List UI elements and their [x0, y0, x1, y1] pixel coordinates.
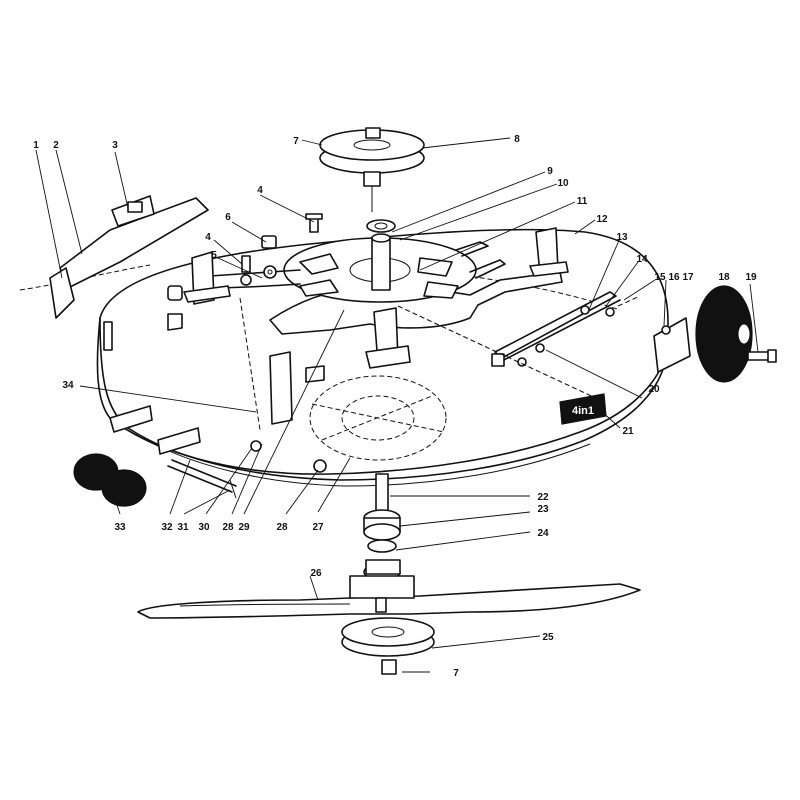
wheel	[695, 285, 753, 383]
discharge-chute	[49, 195, 209, 319]
callout-17: 17	[682, 272, 694, 283]
callout-6: 6	[225, 212, 231, 223]
front-rollers	[73, 453, 147, 507]
callout-8: 8	[514, 134, 520, 145]
callout-27: 27	[312, 522, 324, 533]
side-vent	[103, 321, 113, 351]
callout-7-bottom: 7	[453, 668, 459, 679]
callout-16: 16	[668, 272, 680, 283]
callout-21: 21	[622, 426, 634, 437]
upper-pulley	[319, 127, 425, 212]
callout-10: 10	[557, 178, 569, 189]
deck-hardware	[240, 213, 323, 286]
callout-22: 22	[537, 492, 549, 503]
callout-12: 12	[596, 214, 608, 225]
callout-30: 30	[198, 522, 210, 533]
callout-11: 11	[577, 196, 588, 207]
callout-18: 18	[718, 272, 730, 283]
callout-23: 23	[537, 504, 549, 515]
callout-14: 14	[636, 254, 648, 265]
callout-24: 24	[537, 528, 549, 539]
leader-lines	[35, 137, 759, 673]
callout-4-lower: 4	[205, 232, 211, 243]
callout-28-left: 28	[222, 522, 234, 533]
rear-wheel-assembly	[653, 285, 777, 383]
callout-4-upper: 4	[257, 185, 263, 196]
callout-1: 1	[33, 140, 39, 151]
callout-26: 26	[310, 568, 322, 579]
callout-29: 29	[238, 522, 250, 533]
callout-19: 19	[745, 272, 757, 283]
callout-33: 33	[114, 522, 126, 533]
mower-blade	[137, 575, 641, 619]
callout-20: 20	[648, 384, 660, 395]
callout-2: 2	[53, 140, 59, 151]
callout-3: 3	[112, 140, 118, 151]
callout-5: 5	[211, 250, 217, 261]
deck-logo: 4in1	[572, 405, 594, 417]
spindle-housing	[366, 219, 396, 291]
callout-9: 9	[547, 166, 553, 177]
blade-adapter	[239, 297, 601, 461]
callout-7-top: 7	[293, 136, 299, 147]
callout-13: 13	[616, 232, 628, 243]
callout-32: 32	[161, 522, 173, 533]
lower-spindle	[363, 473, 401, 581]
deck-brackets	[167, 227, 569, 369]
callout-31: 31	[177, 522, 189, 533]
lower-pulley	[341, 617, 435, 675]
callout-34: 34	[62, 380, 74, 391]
callout-25: 25	[542, 632, 554, 643]
callout-labels: 1 2 3 4 4 5 6 7 7 8 9 10 11 12 13 14 15 …	[33, 134, 757, 679]
callout-15: 15	[654, 272, 666, 283]
callout-28-right: 28	[276, 522, 288, 533]
